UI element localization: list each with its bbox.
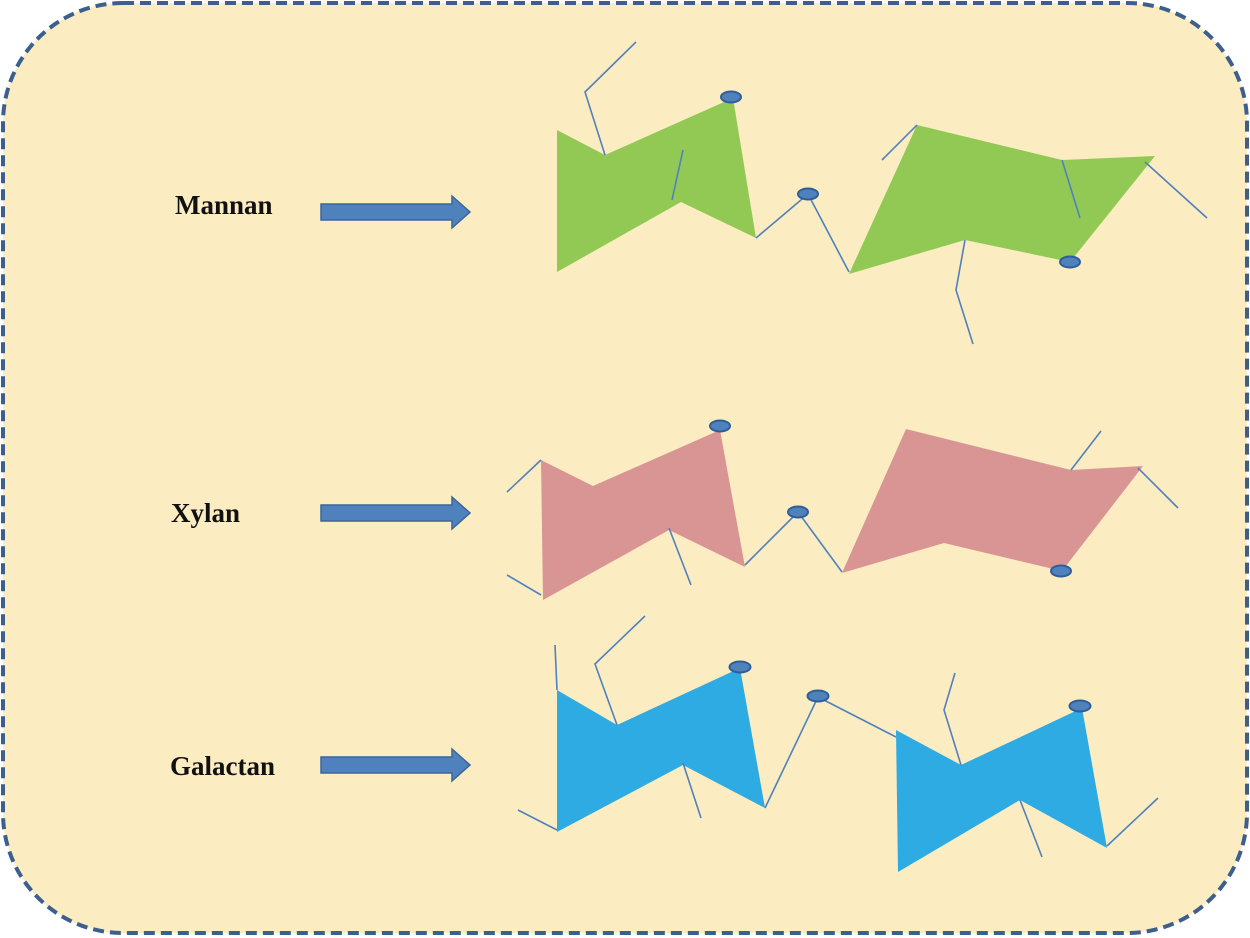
oxygen-atom <box>1050 564 1072 578</box>
row-xylan: Xylan <box>171 419 1179 600</box>
oxygen-atom <box>1068 699 1092 713</box>
oxygen-atom <box>787 505 809 519</box>
galactan-sugar-ring <box>896 708 1107 872</box>
galactan-bonds <box>517 615 1159 858</box>
xylan-oxygens <box>709 419 1072 578</box>
arrow-galactan <box>320 747 472 783</box>
mannan-chain <box>557 41 1208 345</box>
arrow-mannan <box>320 194 472 230</box>
oxygen-atom <box>720 90 742 104</box>
oxygen-atom <box>797 187 819 201</box>
row-label-galactan: Galactan <box>170 751 275 781</box>
row-mannan: Mannan <box>175 41 1208 345</box>
arrow-xylan <box>320 495 472 531</box>
oxygen-atom <box>728 660 752 674</box>
xylan-sugar-ring <box>541 430 745 600</box>
galactan-oxygens <box>728 660 1092 713</box>
xylan-sugar-ring <box>842 429 1143 573</box>
mannan-oxygens <box>720 90 1081 269</box>
oxygen-atom <box>806 689 830 703</box>
oxygen-atom <box>709 419 731 433</box>
mannan-sugar-ring <box>849 125 1155 274</box>
oxygen-atom <box>1059 255 1081 269</box>
row-label-xylan: Xylan <box>171 498 240 528</box>
galactan-chain <box>517 615 1159 872</box>
row-label-mannan: Mannan <box>175 190 273 220</box>
xylan-chain <box>506 419 1179 600</box>
galactan-sugar-ring <box>557 668 765 832</box>
row-galactan: Galactan <box>170 615 1159 872</box>
mannan-sugar-ring <box>557 98 756 272</box>
